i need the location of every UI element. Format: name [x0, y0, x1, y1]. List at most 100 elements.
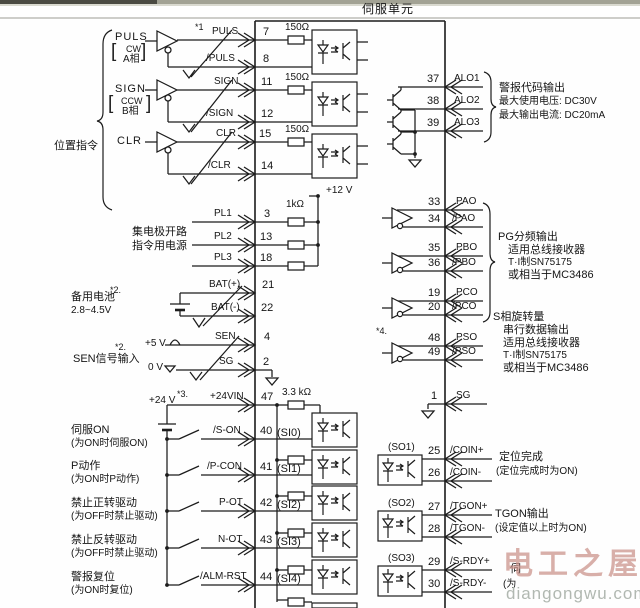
- s-on-wire-label: /S-ON: [213, 425, 241, 436]
- pao-n-label: /PAO: [452, 213, 476, 224]
- tgon-desc-1: TGON输出: [495, 508, 549, 520]
- puls-bracket-left: [: [111, 41, 117, 62]
- pin-47: 47: [261, 391, 274, 403]
- port-so2: (SO2): [388, 498, 415, 509]
- group-braces: [96, 29, 497, 323]
- port-si0: (SI0): [277, 427, 301, 439]
- puls-phase-label: A相: [123, 54, 140, 65]
- sphase-note-1: S相旋转量: [493, 311, 545, 323]
- port-si2: (SI2): [277, 499, 301, 511]
- sphase-note-2: 串行数据输出: [503, 324, 569, 336]
- puls-n-wire-label: /PULS: [206, 53, 235, 64]
- pco-label: PCO: [456, 287, 478, 298]
- pin-19: 19: [428, 287, 441, 299]
- battery-range-label: 2.8~4.5V: [71, 305, 112, 316]
- res-150-clr: 150Ω: [285, 124, 310, 135]
- coin-desc-2: (定位完成时为ON): [496, 466, 578, 477]
- puls-cw-label: CW: [126, 44, 141, 54]
- clr-source-label: CLR: [117, 135, 143, 147]
- pin-2: 2: [263, 356, 270, 368]
- clr-n-wire-label: /CLR: [208, 160, 231, 171]
- note-star2-battery: *2.: [110, 285, 122, 295]
- forward-inhibit-desc: (为OFF时禁止驱动): [71, 511, 158, 522]
- pin-30: 30: [428, 578, 441, 590]
- note-star2-sen: *2.: [115, 342, 127, 352]
- sg-out-label: SG: [456, 390, 471, 401]
- sphase-note-4: T·I制SN75175: [503, 350, 567, 361]
- p-con-wire-label: /P-CON: [207, 461, 242, 472]
- pso-n-label: /PSO: [452, 346, 476, 357]
- pin-36: 36: [428, 257, 441, 269]
- pin-20: 20: [428, 301, 441, 313]
- port-so1: (SO1): [388, 442, 415, 453]
- sign-source-label: SIGN: [115, 83, 146, 95]
- res-150-sign: 150Ω: [285, 72, 310, 83]
- pg-output-brace: [482, 202, 496, 323]
- pl3-label: PL3: [214, 252, 232, 263]
- pin-18: 18: [260, 252, 273, 264]
- backup-battery-label: 备用电池: [71, 291, 115, 303]
- s-rdy-desc-2: (为: [503, 579, 517, 590]
- pin-35: 35: [428, 242, 441, 254]
- p-ot-wire-label: P-OT: [219, 497, 243, 508]
- pin-26: 26: [428, 467, 441, 479]
- pg-note-1: PG分频输出: [498, 231, 558, 243]
- watermark-brand: 电工之屋: [503, 548, 640, 581]
- open-collector-label-1: 集电极开路: [132, 226, 187, 238]
- pg-note-4: 或相当于MC3486: [508, 269, 594, 281]
- sen-wire-label: SEN: [215, 331, 236, 342]
- coin-desc-1: 定位完成: [499, 451, 543, 463]
- wires: [145, 29, 492, 603]
- pin-49: 49: [428, 346, 441, 358]
- alarm-reset-desc: (为ON时复位): [71, 585, 133, 596]
- alo3-label: ALO3: [454, 117, 480, 128]
- v0-label: 0 V: [148, 362, 164, 373]
- p-action-desc: (为ON时P动作): [71, 474, 140, 485]
- line-drivers: [156, 30, 413, 364]
- junction-dots: [165, 130, 417, 587]
- reverse-inhibit-label: 禁止反转驱动: [71, 534, 137, 546]
- res-1k-label: 1kΩ: [286, 199, 305, 210]
- pin-4: 4: [264, 331, 271, 343]
- bat-plus-label: BAT(+): [209, 279, 241, 290]
- pin-14: 14: [261, 160, 274, 172]
- top-bar-light: [157, 0, 640, 4]
- sign-bracket-left: [: [108, 93, 114, 114]
- alo2-label: ALO2: [454, 95, 480, 106]
- pin-28: 28: [428, 523, 441, 535]
- servo-on-label: 伺服ON: [71, 424, 110, 436]
- pin-41: 41: [260, 461, 273, 473]
- s-rdy-n-label: /S-RDY-: [450, 578, 487, 589]
- rail-12v-label: +12 V: [326, 185, 353, 196]
- reverse-inhibit-desc: (为OFF时禁止驱动): [71, 548, 158, 559]
- port-si4: (SI4): [277, 573, 301, 585]
- v5-label: +5 V: [145, 338, 166, 349]
- watermark-site: diangongwu.com: [506, 584, 640, 603]
- position-command-brace: [96, 29, 113, 211]
- puls-bracket-right: ]: [141, 41, 147, 62]
- pao-label: PAO: [456, 196, 477, 207]
- s-rdy-desc-1: 伺: [510, 563, 521, 575]
- pin-29: 29: [428, 556, 441, 568]
- pin-38: 38: [427, 95, 440, 107]
- v24-label: +24 V: [149, 395, 176, 406]
- top-bar-dark: [0, 0, 157, 4]
- pin-33: 33: [428, 196, 441, 208]
- puls-wire-label: PULS: [212, 26, 239, 37]
- pin-25: 25: [428, 445, 441, 457]
- sign-phase-label: B相: [122, 106, 139, 117]
- p-action-label: P动作: [71, 460, 101, 472]
- sign-wire-label: SIGN: [214, 76, 239, 87]
- pin-27: 27: [428, 501, 441, 513]
- forward-inhibit-label: 禁止正转驱动: [71, 497, 137, 509]
- pco-n-label: /PCO: [452, 301, 477, 312]
- pbo-n-label: /PBO: [452, 257, 476, 268]
- sphase-note-5: 或相当于MC3486: [503, 362, 589, 374]
- sen-input-label: SEN信号输入: [73, 353, 140, 365]
- pin-13: 13: [260, 231, 273, 243]
- pin-11: 11: [261, 76, 273, 88]
- coin-p-label: /COIN+: [450, 445, 484, 456]
- pin-8: 8: [263, 53, 270, 65]
